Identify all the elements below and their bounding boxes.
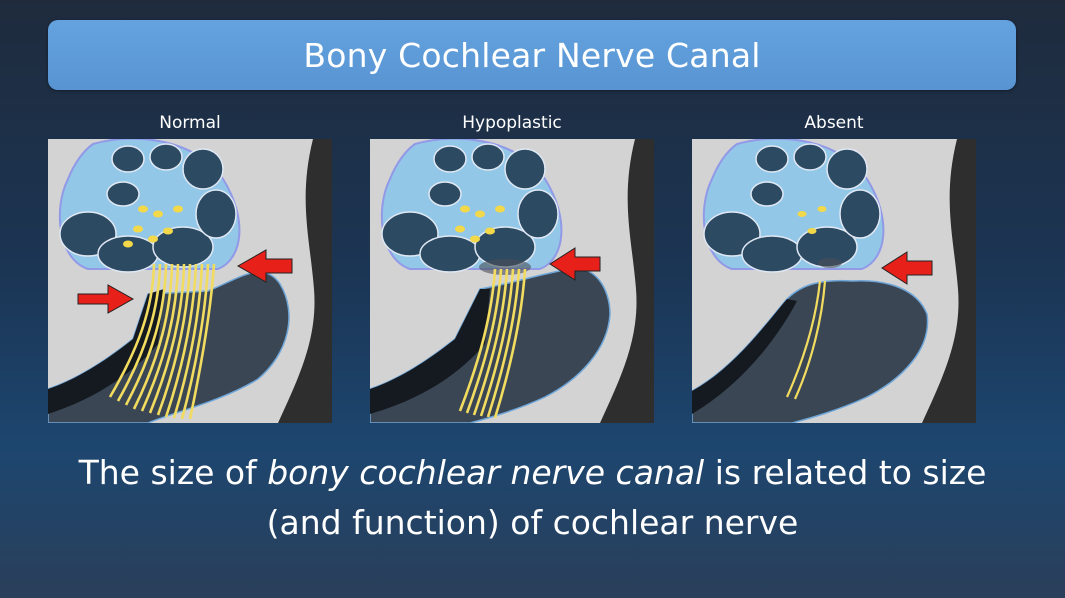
hypoplastic-cochlea-svg [370,139,654,423]
panel-label-normal: Normal [159,113,221,133]
illustration-normal [48,139,332,423]
caption-emphasis: bony cochlear nerve canal [267,453,705,492]
red-arrow-icon [77,284,135,314]
normal-cochlea-svg [48,139,332,423]
red-arrow-icon [549,247,601,281]
slide-title: Bony Cochlear Nerve Canal [303,35,761,75]
red-arrow-icon [236,249,293,283]
caption-line-1: The size of bony cochlear nerve canal is… [78,453,987,492]
red-arrow-icon [881,251,933,285]
caption-line-2: (and function) of cochlear nerve [266,503,799,542]
illustration-hypoplastic [370,139,654,423]
illustration-absent [692,139,976,423]
title-bar: Bony Cochlear Nerve Canal [48,20,1016,90]
panel-label-hypoplastic: Hypoplastic [462,113,562,133]
caption: The size of bony cochlear nerve canal is… [40,448,1025,548]
absent-cochlea-svg [692,139,976,423]
panel-label-absent: Absent [804,113,864,133]
